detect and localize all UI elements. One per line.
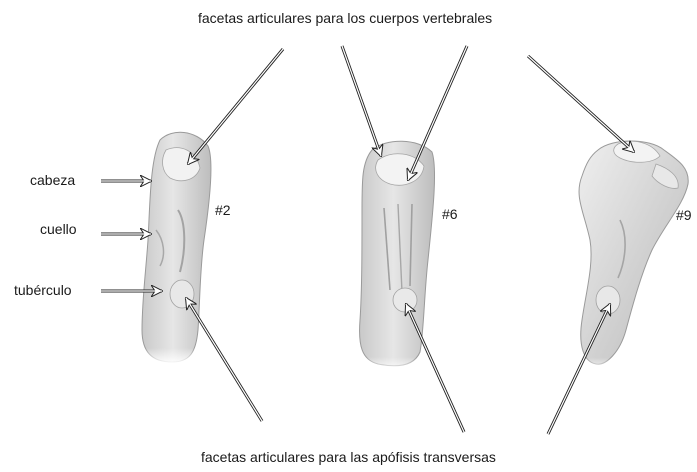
rib-6-bone [356, 140, 440, 372]
rib-number-2: #2 [215, 202, 231, 218]
rib-2-bone [138, 131, 214, 364]
rib-number-6: #6 [442, 206, 458, 222]
label-neck: cuello [40, 221, 77, 237]
top-caption: facetas articulares para los cuerpos ver… [198, 10, 493, 26]
label-tubercle: tubérculo [14, 282, 72, 298]
rib-number-9: #9 [676, 207, 692, 223]
bottom-caption: facetas articulares para las apófisis tr… [201, 449, 496, 465]
label-head: cabeza [30, 172, 76, 188]
